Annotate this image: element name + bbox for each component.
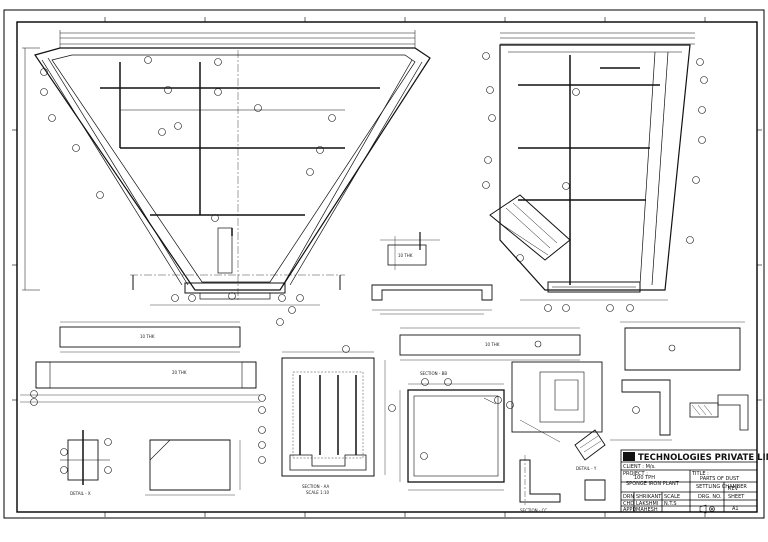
chd-name: LAKSHMI (636, 501, 658, 507)
channel-section (371, 284, 493, 315)
sheet-value: A1 (732, 506, 739, 512)
section-bb-title: SECTION - BB (420, 371, 447, 376)
section-aa-scale: SCALE 1:10 (306, 490, 330, 495)
title-block (620, 449, 758, 513)
detail-x-view (60, 430, 112, 485)
project-line-1: 100 TPH (634, 475, 655, 481)
section-cc-view (519, 455, 561, 505)
slab-plan-b (20, 361, 260, 406)
drn-name: SHRIKANT (636, 494, 662, 500)
title-line-1: PARTS OF DUST (700, 476, 740, 482)
slab-plan-c (399, 327, 581, 361)
projection-symbol (699, 504, 715, 514)
detail-y-view (574, 429, 606, 501)
client-label: CLIENT : M/s. (623, 464, 656, 470)
slab-b-label: 20 THK (172, 370, 187, 375)
title-line-2: SETTLING CHAMBER (696, 484, 747, 490)
project-label: PROJECT : (623, 471, 648, 477)
drg-no-label: DRG. NO. (698, 494, 722, 500)
rev-label: REV (728, 486, 739, 492)
hopper-elevation-view (22, 30, 431, 326)
section-bb-view (399, 378, 514, 491)
bracket-detail (610, 379, 672, 441)
appd-role: APPD (623, 507, 636, 513)
scale-label: SCALE (664, 494, 680, 500)
title-label: TITLE : (691, 471, 709, 477)
company-logo (623, 452, 635, 461)
gusset-detail (511, 361, 603, 443)
weld-detail-right (689, 394, 749, 431)
chd-role: CHD (623, 501, 634, 507)
detail-y-title: DETAIL - Y (576, 466, 597, 471)
drn-role: DRN (623, 494, 634, 500)
section-cc-title: SECTION - CC (520, 508, 547, 513)
slab-c-label: 10 THK (485, 342, 500, 347)
project-line-2: SPONGE IRON PLANT (626, 481, 680, 487)
corner-plate-view (145, 439, 241, 496)
small-plate-label: 10 THK (398, 253, 413, 258)
section-aa-view (258, 345, 396, 477)
sheet-label: SHEET (728, 494, 745, 500)
hopper-side-view (482, 32, 708, 312)
slab-plan-a (59, 321, 241, 353)
sheet-border (3, 9, 765, 519)
section-aa-title: SECTION - AA (302, 484, 329, 489)
small-plate-detail (380, 232, 440, 270)
appd-name: MAHESH (636, 507, 658, 513)
plate-elevation-right (620, 321, 745, 371)
slab-a-label: 10 THK (140, 334, 155, 339)
company-name: TECHNOLOGIES PRIVATE LIMITED (638, 453, 768, 463)
detail-x-title: DETAIL - X (70, 491, 91, 496)
scale-value: N.T.S (664, 501, 677, 507)
